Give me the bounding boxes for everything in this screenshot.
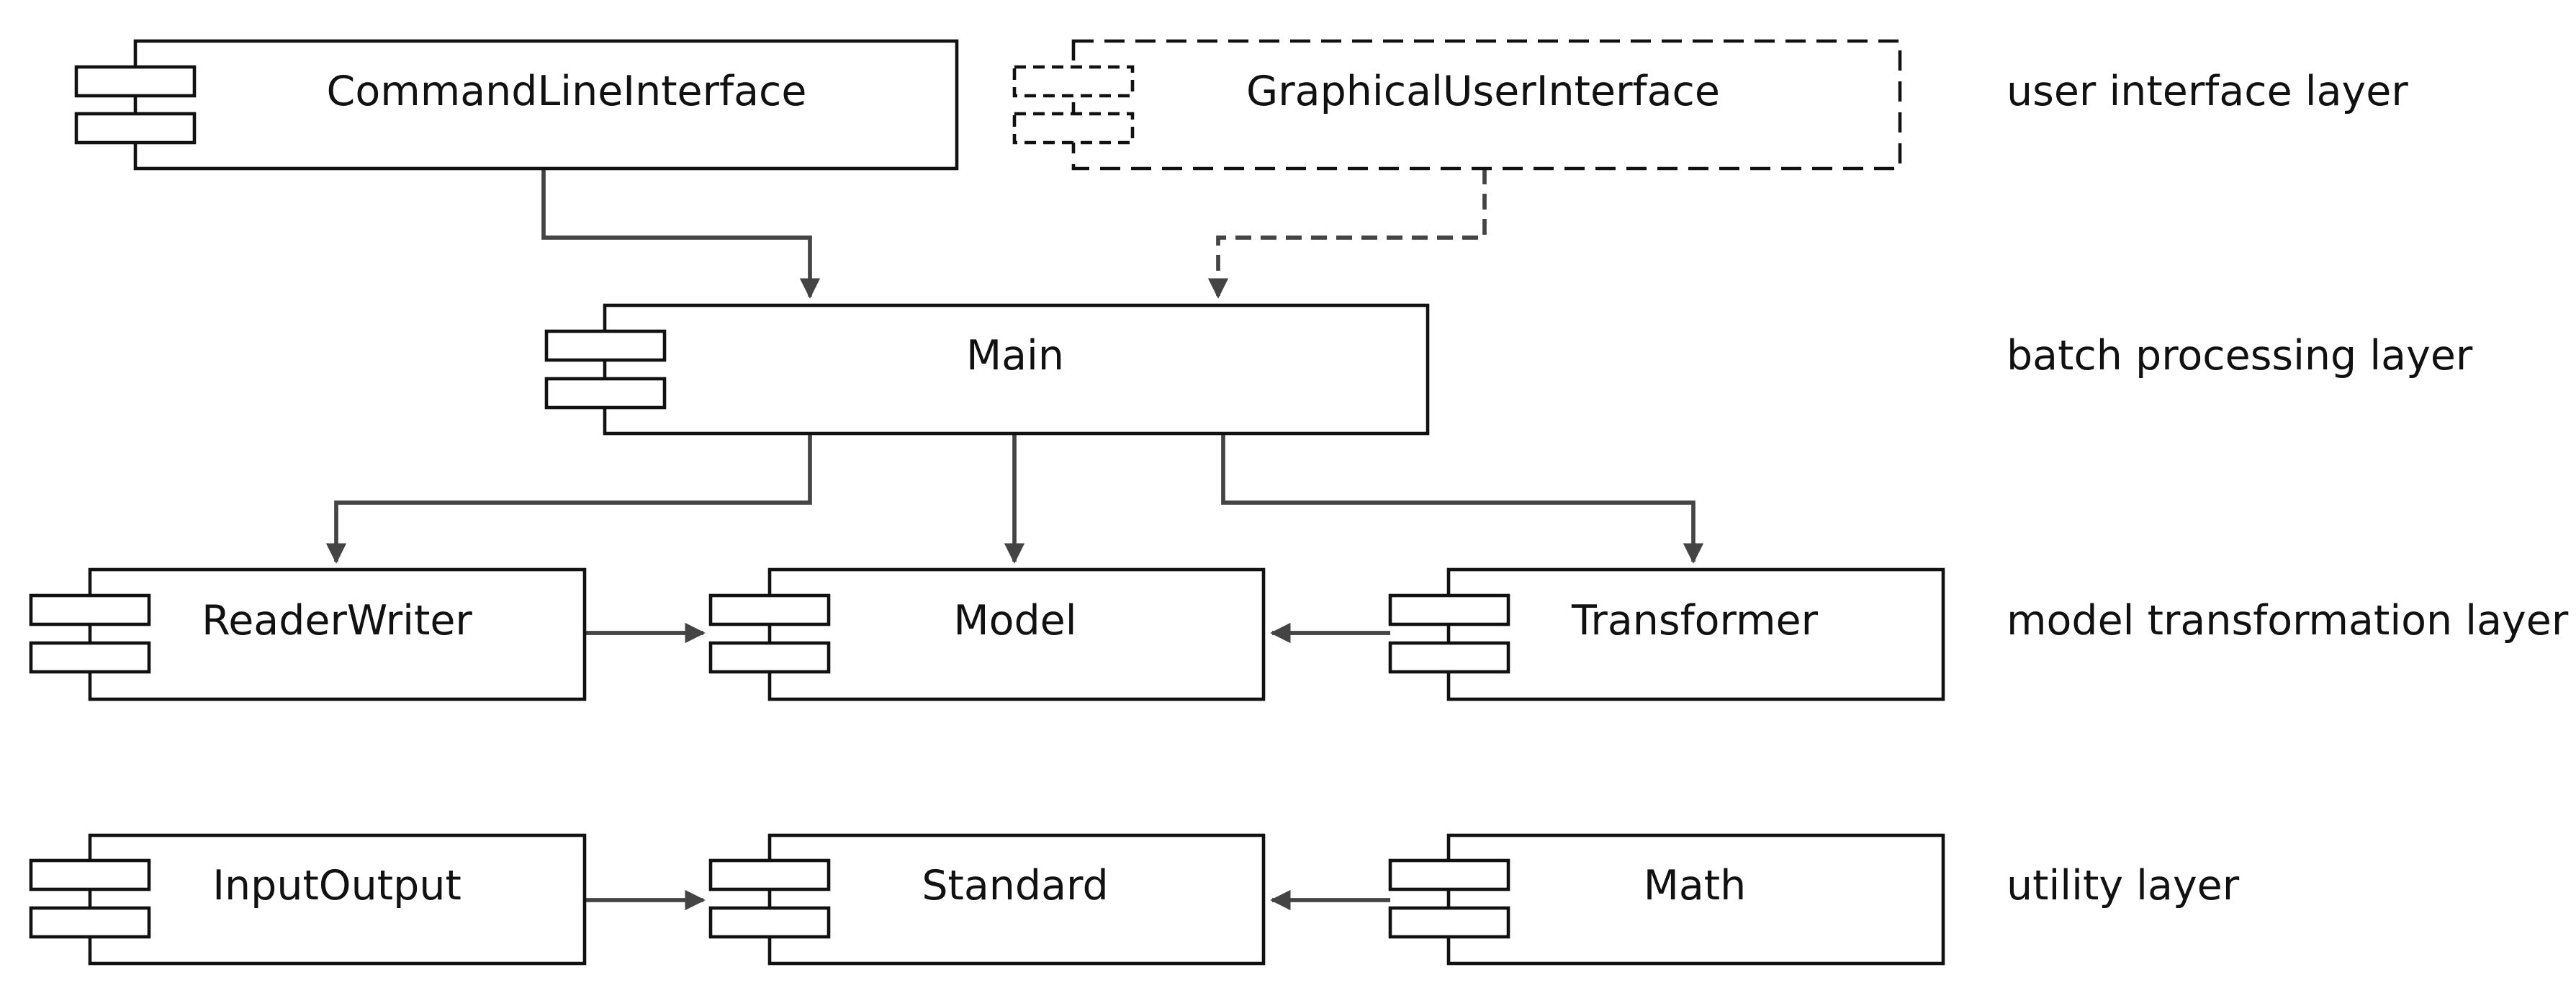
component-port-icon [1388,906,1510,939]
component-port-icon [708,906,831,939]
component-label: Transformer [1571,597,1819,644]
component-port-icon [544,329,667,362]
edge-main-to-readerwriter [325,433,812,564]
component-port-icon [74,112,197,145]
component-standard: Standard [708,833,1266,966]
component-model: Model [708,567,1266,701]
component-port-icon [1388,858,1510,891]
edge-main-to-transformer [1221,433,1704,564]
component-port-icon [708,641,831,674]
component-main: Main [544,303,1430,436]
component-math: Math [1388,833,1945,966]
component-port-icon [29,906,151,939]
component-port-icon [708,858,831,891]
component-port-icon [74,65,197,98]
component-label: Math [1644,862,1747,909]
layer-label-batch-processing: batch processing layer [2007,332,2473,379]
layer-label-utility: utility layer [2007,862,2240,909]
component-label: CommandLineInterface [327,68,807,115]
component-readerwriter: ReaderWriter [29,567,587,701]
component-label: Model [953,597,1076,644]
component-commandlineinterface: CommandLineInterface [74,39,959,171]
layer-label-user-interface: user interface layer [2007,68,2408,115]
component-label: Standard [922,862,1108,909]
component-port-icon [29,641,151,674]
component-inputoutput: InputOutput [29,833,587,966]
component-label: ReaderWriter [202,597,472,644]
component-label: InputOutput [212,862,461,909]
component-graphicaluserinterface: GraphicalUserInterface [1012,39,1902,171]
component-port-icon [1012,112,1135,145]
component-label: GraphicalUserInterface [1246,68,1720,115]
component-port-icon [1388,593,1510,626]
component-transformer: Transformer [1388,567,1945,701]
edge-gui-to-main [1207,169,1487,299]
component-port-icon [29,858,151,891]
component-port-icon [544,377,667,410]
edge-cli-to-main [541,169,821,299]
component-port-icon [1388,641,1510,674]
layer-label-model-transformation: model transformation layer [2007,597,2569,644]
component-port-icon [1012,65,1135,98]
component-port-icon [708,593,831,626]
component-port-icon [29,593,151,626]
component-label: Main [966,332,1064,379]
